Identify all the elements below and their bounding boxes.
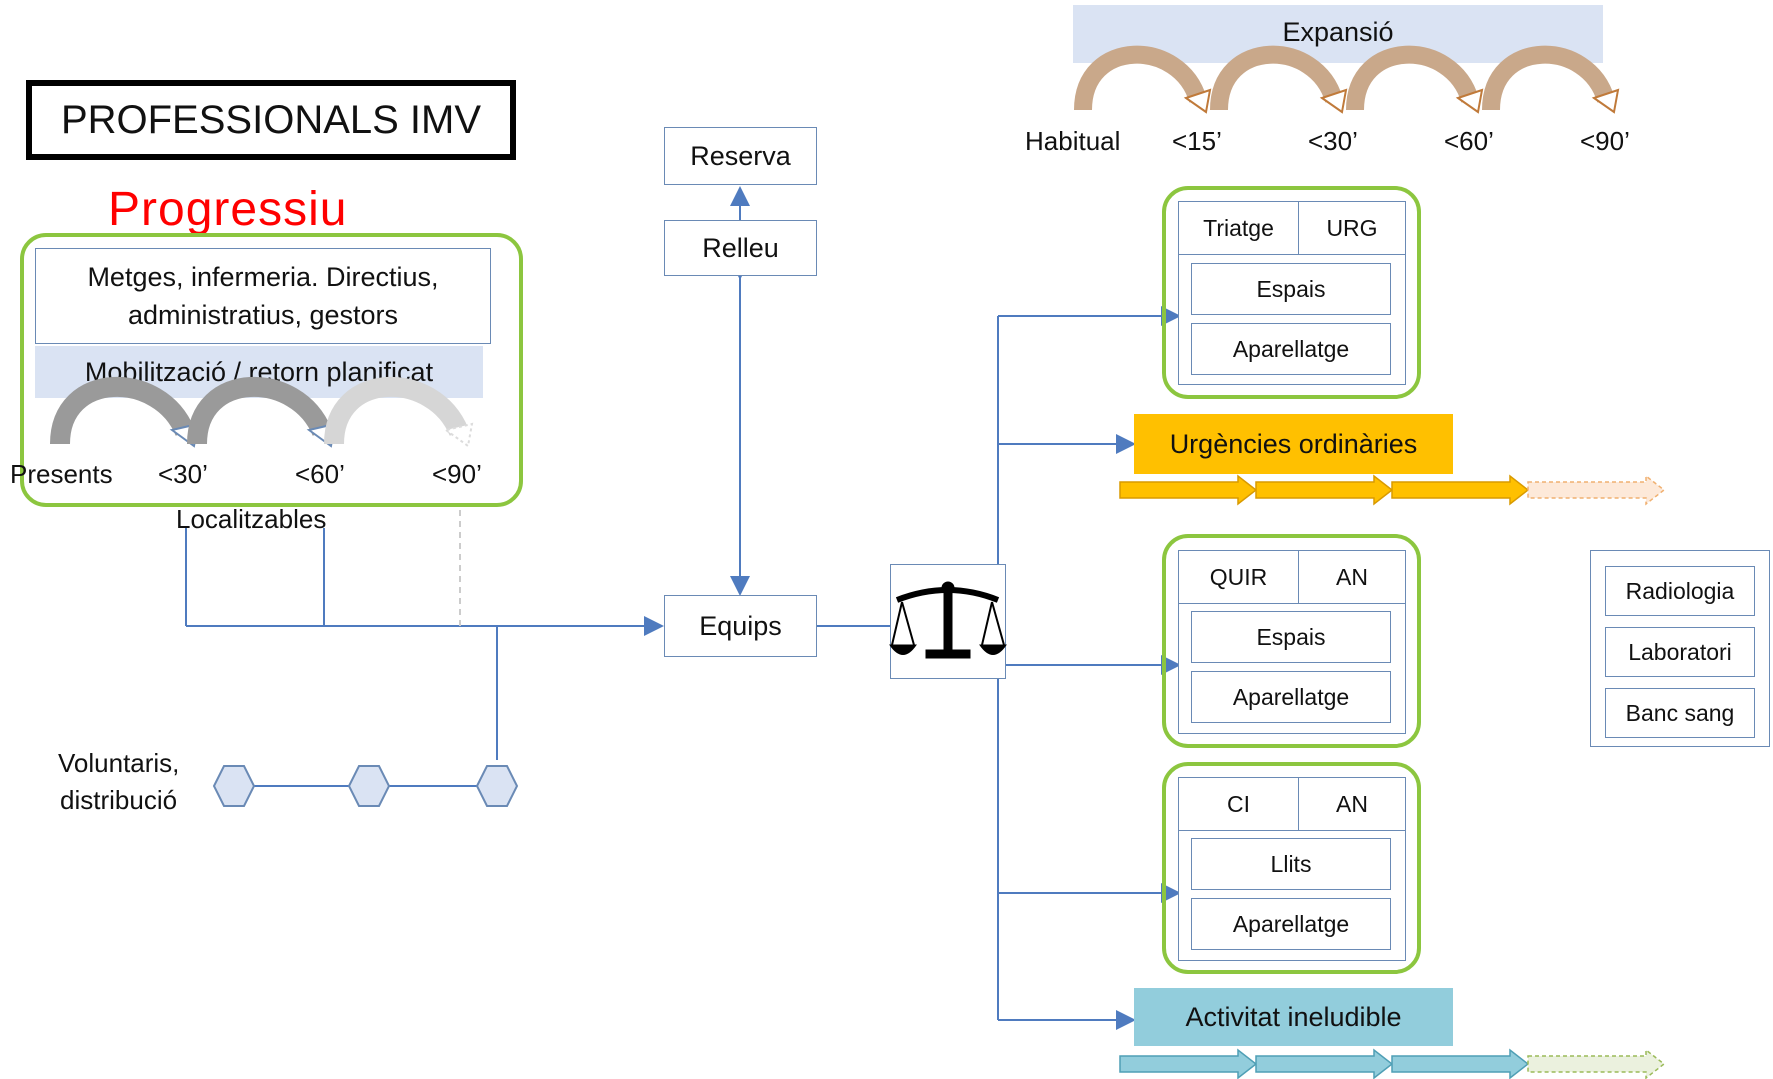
staff-groups-line2: administratius, gestors xyxy=(127,300,399,330)
professionals-frame xyxy=(20,233,523,507)
urgencies-arrow xyxy=(1119,474,1258,506)
activitat-arrow xyxy=(1255,1048,1394,1079)
unit-cell-aparellatge: Aparellatge xyxy=(1191,323,1391,375)
step-90: <90’ xyxy=(432,459,482,489)
unit-cell-urg: URG xyxy=(1298,201,1406,255)
activitat-box: Activitat ineludible xyxy=(1134,988,1453,1046)
unit-cell-espais: Espais xyxy=(1191,263,1391,315)
staff-groups-box: Metges, infermeria. Directius, administr… xyxy=(35,248,491,344)
unit-cell-an: AN xyxy=(1298,777,1406,831)
volunteer-node xyxy=(212,765,256,807)
service-laboratori: Laboratori xyxy=(1605,627,1755,677)
urgencies-arrow xyxy=(1255,474,1394,506)
exp-step-habitual: Habitual xyxy=(1025,126,1121,156)
localitzables-label: Localitzables xyxy=(176,504,327,534)
volunteer-node xyxy=(347,765,391,807)
unit-cell-aparellatge: Aparellatge xyxy=(1191,671,1391,723)
urgencies-arrow xyxy=(1391,474,1530,506)
unit-frame-quir xyxy=(1162,534,1421,748)
volunteer-node xyxy=(475,765,519,807)
unit-cell-llits: Llits xyxy=(1191,838,1391,890)
expansion-arrow xyxy=(1346,45,1484,114)
exp-step-60: <60’ xyxy=(1444,126,1494,156)
expansion-arrow xyxy=(1210,45,1348,114)
exp-step-15: <15’ xyxy=(1172,126,1222,156)
curved-arrow-90 xyxy=(324,377,474,448)
staff-groups-line1: Metges, infermeria. Directius, xyxy=(87,262,439,292)
volunteers-line1: Voluntaris, xyxy=(58,748,180,778)
expansion-arrow xyxy=(1482,45,1620,114)
exp-step-30: <30’ xyxy=(1308,126,1358,156)
expansion-arrow xyxy=(1074,45,1212,114)
activitat-arrow xyxy=(1391,1048,1530,1079)
unit-frame-ci xyxy=(1162,762,1421,974)
unit-cell-espais: Espais xyxy=(1191,611,1391,663)
unit-cell-an: AN xyxy=(1298,550,1406,604)
exp-step-90: <90’ xyxy=(1580,126,1630,156)
volunteers-line2: distribució xyxy=(60,785,178,815)
progressiu-label: Progressiu xyxy=(108,183,348,236)
page-title: PROFESSIONALS IMV xyxy=(26,80,516,160)
step-60: <60’ xyxy=(295,459,345,489)
activitat-arrow-faded xyxy=(1527,1048,1666,1079)
unit-cell-aparellatge: Aparellatge xyxy=(1191,898,1391,950)
service-banc-sang: Banc sang xyxy=(1605,688,1755,738)
activitat-arrow xyxy=(1119,1048,1258,1079)
urgencies-arrow-faded xyxy=(1527,474,1666,506)
equips-box: Equips xyxy=(664,595,817,657)
step-presents: Presents xyxy=(10,459,113,489)
service-radiologia: Radiologia xyxy=(1605,566,1755,616)
reserva-box: Reserva xyxy=(664,127,817,185)
unit-cell-triatge: Triatge xyxy=(1178,201,1299,255)
relleu-box: Relleu xyxy=(664,220,817,276)
urgencies-box: Urgències ordinàries xyxy=(1134,414,1453,474)
unit-frame-urg xyxy=(1162,186,1421,399)
step-30: <30’ xyxy=(158,459,208,489)
